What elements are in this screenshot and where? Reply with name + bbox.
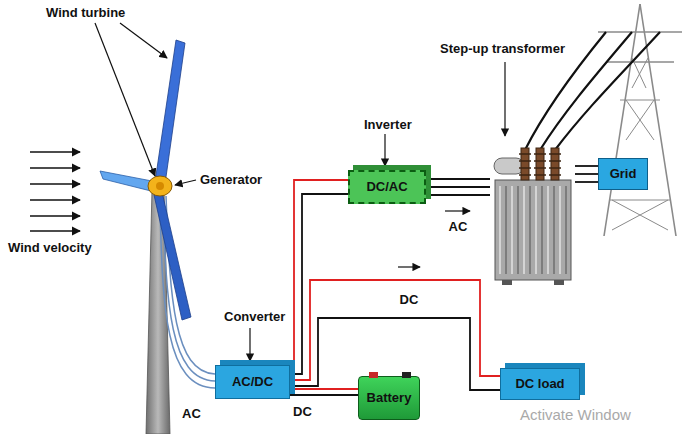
wire-connector — [290, 180, 348, 374]
part-label: Wind turbine — [46, 5, 125, 20]
axis-label: Wind velocity — [8, 240, 92, 255]
wind-turbine — [100, 40, 215, 434]
node-heading: Step-up transformer — [440, 42, 565, 57]
wire — [290, 280, 500, 380]
wire — [426, 194, 490, 196]
edge-label: DC — [398, 292, 421, 307]
wire-connector — [290, 389, 358, 395]
edge-label: AC — [447, 219, 470, 234]
transformer-drawing — [490, 140, 575, 285]
transmission-tower — [598, 4, 682, 236]
wire-connector — [290, 280, 500, 390]
battery: Battery — [358, 376, 420, 420]
node-heading: Converter — [224, 310, 285, 325]
battery-terminals — [359, 370, 421, 380]
converter-box: ConverterAC/DC — [215, 365, 290, 399]
node-text: Battery — [367, 391, 412, 406]
node-text: DC load — [515, 377, 564, 392]
wire — [575, 173, 598, 175]
step-up-transformer: Step-up transformer — [490, 140, 575, 285]
node-heading: Inverter — [364, 118, 412, 133]
wire — [426, 186, 490, 188]
wire — [290, 180, 348, 368]
node-text: Grid — [610, 167, 637, 182]
wire-connector — [426, 179, 490, 195]
leader-lines — [95, 23, 505, 361]
node-text: DC/AC — [366, 180, 407, 195]
wire-connector — [575, 166, 598, 182]
node-text: AC/DC — [232, 375, 273, 390]
dc-load-box: DC load — [500, 368, 580, 400]
wire — [426, 178, 490, 180]
grid-box: Grid — [598, 158, 648, 190]
wire — [290, 194, 348, 374]
wire — [575, 165, 598, 167]
watermark: Activate Window — [520, 406, 631, 423]
wire — [290, 388, 358, 390]
part-label: Generator — [200, 172, 262, 187]
wind-arrows — [30, 152, 80, 231]
signal-label: DC — [293, 404, 312, 419]
inverter-box: InverterDC/AC — [348, 170, 426, 204]
wire — [575, 181, 598, 183]
wire — [290, 394, 358, 396]
signal-label: AC — [182, 406, 201, 421]
